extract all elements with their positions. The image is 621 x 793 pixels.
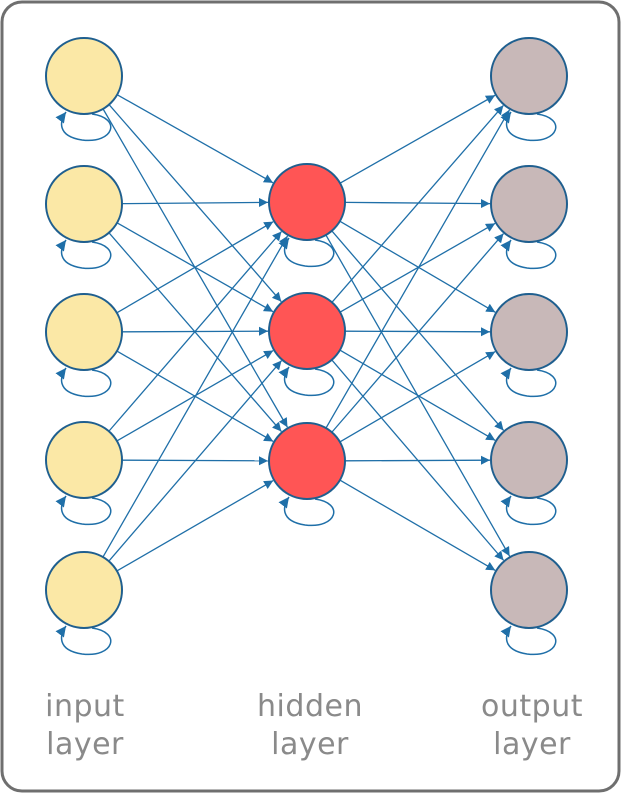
output-neuron-5 — [490, 551, 568, 629]
self-loop-hidden-2 — [278, 366, 335, 397]
self-loop-output-1 — [500, 111, 557, 142]
self-loop-output-3 — [500, 367, 557, 398]
edge-hidden-2-to-output-1 — [331, 104, 504, 303]
edge-hidden-3-to-output-3 — [339, 351, 496, 443]
self-loop-output-2 — [500, 239, 557, 270]
self-loop-hidden-3 — [278, 496, 335, 527]
edge-input-5-to-hidden-3 — [116, 479, 274, 572]
hidden-layer-label-line-2: layer — [271, 727, 349, 762]
self-loop-output-5 — [500, 625, 557, 656]
output-neuron-3 — [490, 293, 568, 371]
self-loop-hidden-1 — [278, 237, 335, 268]
edge-hidden-3-to-output-4 — [344, 455, 491, 465]
self-loop-input-5 — [55, 625, 112, 656]
edge-input-1-to-hidden-1 — [116, 94, 274, 184]
input-layer-label-line-1: input — [45, 689, 125, 724]
edge-hidden-2-to-output-4 — [339, 349, 496, 441]
input-neuron-3 — [45, 293, 123, 371]
output-neuron-1 — [490, 37, 568, 115]
input-layer-label: input layer — [10, 688, 160, 764]
hidden-neuron-1 — [268, 163, 346, 241]
edge-hidden-1-to-output-2 — [344, 199, 491, 209]
self-loops — [55, 111, 557, 656]
input-neuron-4 — [45, 421, 123, 499]
edge-hidden-2-to-output-2 — [339, 222, 496, 313]
input-layer-label-line-2: layer — [46, 727, 124, 762]
edge-hidden-2-to-output-3 — [344, 327, 491, 337]
output-neuron-2 — [490, 165, 568, 243]
edge-input-3-to-hidden-1 — [116, 221, 274, 314]
edge-hidden-1-to-output-3 — [339, 220, 496, 313]
output-layer-label-line-2: layer — [493, 727, 571, 762]
edge-hidden-1-to-output-4 — [331, 230, 505, 431]
hidden-layer-label: hidden layer — [235, 688, 385, 764]
self-loop-input-1 — [55, 111, 112, 142]
edge-hidden-1-to-output-1 — [339, 94, 496, 184]
input-neuron-1 — [45, 37, 123, 115]
edge-hidden-3-to-output-2 — [331, 233, 504, 433]
input-neuron-5 — [45, 551, 123, 629]
edge-hidden-3-to-output-5 — [339, 479, 496, 571]
output-layer-label: output layer — [457, 688, 607, 764]
self-loop-input-4 — [55, 495, 112, 526]
hidden-neuron-3 — [268, 422, 346, 500]
edge-input-2-to-hidden-1 — [121, 197, 269, 207]
hidden-neuron-2 — [268, 292, 346, 370]
edge-hidden-3-to-output-1 — [325, 109, 511, 429]
neurons — [45, 37, 568, 629]
connections — [102, 94, 511, 572]
hidden-layer-label-line-1: hidden — [257, 689, 363, 724]
edge-input-4-to-hidden-1 — [108, 231, 282, 432]
self-loop-output-4 — [500, 495, 557, 526]
self-loop-input-3 — [55, 367, 112, 398]
input-neuron-2 — [45, 165, 123, 243]
self-loop-input-2 — [55, 239, 112, 270]
edge-input-5-to-hidden-1 — [102, 235, 289, 558]
output-layer-label-line-1: output — [481, 689, 583, 724]
output-neuron-4 — [490, 421, 568, 499]
edge-input-5-to-hidden-2 — [108, 360, 283, 562]
